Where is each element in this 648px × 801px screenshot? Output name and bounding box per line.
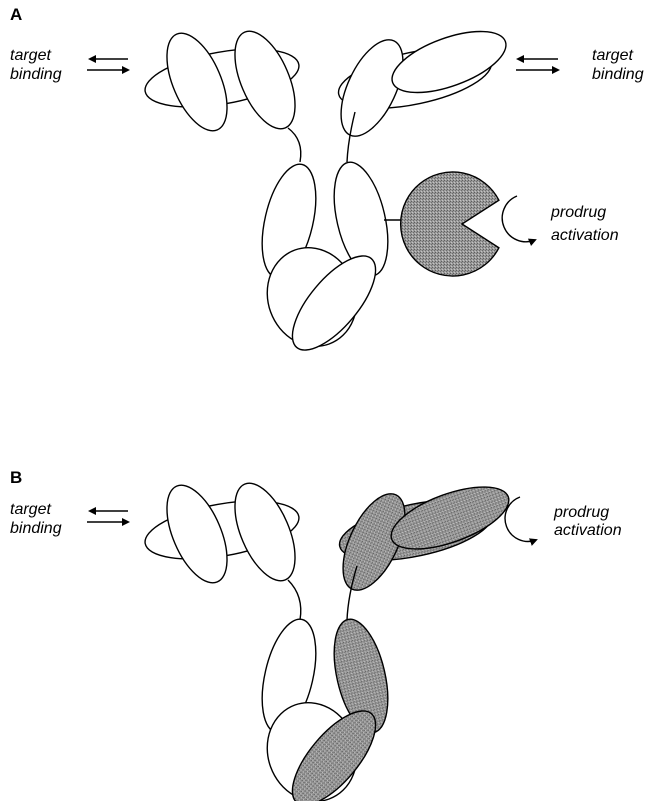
panel-b-prodrug-label-line1: prodrug <box>553 504 609 521</box>
panel-a-right-label-line1: target <box>592 47 633 64</box>
panel-a-antibody <box>141 19 514 363</box>
panel-b-left-binding-arrows <box>87 511 128 522</box>
panel-a-prodrug-arrow <box>502 196 535 242</box>
panel-b-left-label-line1: target <box>10 501 51 518</box>
panel-b-prodrug-arrow <box>505 497 536 541</box>
panel-b-hinge-left <box>288 580 301 620</box>
panel-b: B target binding <box>10 468 622 801</box>
panel-a: A target binding target binding <box>10 5 644 363</box>
panel-a-prodrug-label-line2: activation <box>551 227 619 244</box>
panel-a-left-binding-arrows <box>87 59 128 70</box>
panel-a-left-label-line2: binding <box>10 66 62 83</box>
panel-b-antibody <box>141 474 517 801</box>
panel-a-enzyme <box>401 172 499 276</box>
panel-a-right-label-line2: binding <box>592 66 644 83</box>
panel-a-letter: A <box>10 5 22 24</box>
panel-a-hinge-left <box>288 128 301 162</box>
panel-a-right-binding-arrows <box>516 59 558 70</box>
panel-a-left-label-line1: target <box>10 47 51 64</box>
panel-b-letter: B <box>10 468 22 487</box>
panel-b-left-label-line2: binding <box>10 520 62 537</box>
panel-a-prodrug-label-line1: prodrug <box>550 204 606 221</box>
panel-b-prodrug-label-line2: activation <box>554 522 622 539</box>
